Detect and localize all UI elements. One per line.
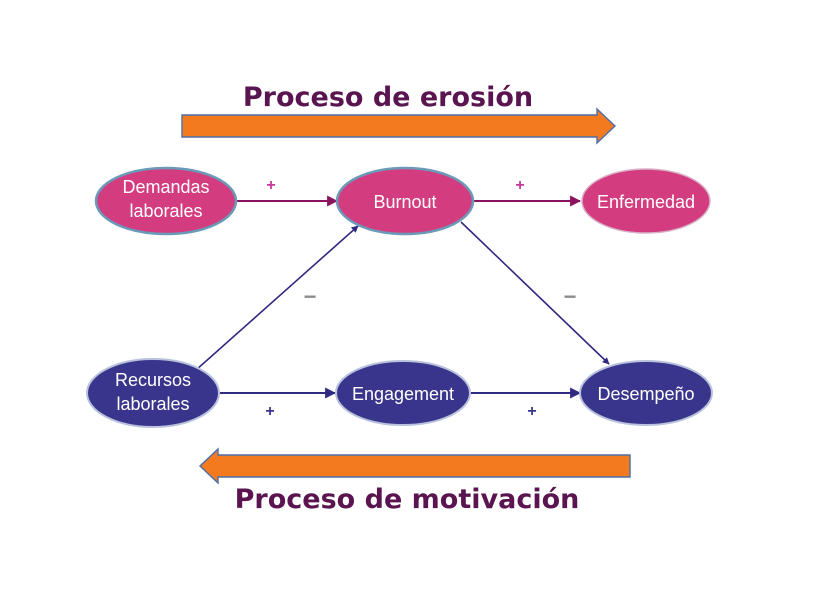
sign-engagement-desempeno: + xyxy=(527,403,536,420)
edge-burnout-desempeno xyxy=(460,221,610,365)
sign-recursos-engagement: + xyxy=(265,403,274,420)
node-enfermedad: Enfermedad xyxy=(581,168,711,234)
sign-burnout-desempeno: − xyxy=(564,284,577,309)
edge-recursos-burnout xyxy=(195,225,359,371)
node-enfermedad-label: Enfermedad xyxy=(597,192,695,212)
erosion-process-arrow xyxy=(181,107,617,145)
node-burnout-label: Burnout xyxy=(373,192,436,212)
node-recursos-line2: laborales xyxy=(116,394,189,414)
node-demandas-laborales: Demandas laborales xyxy=(94,166,238,236)
node-engagement-label: Engagement xyxy=(352,384,454,404)
sign-burnout-enfermedad: + xyxy=(515,177,524,194)
node-desempeno: Desempeño xyxy=(579,360,713,426)
node-engagement: Engagement xyxy=(335,360,471,426)
motivation-process-title: Proceso de motivación xyxy=(235,484,580,515)
node-burnout: Burnout xyxy=(335,166,475,236)
sign-demandas-burnout: + xyxy=(266,177,275,194)
node-recursos-line1: Recursos xyxy=(115,370,191,390)
erosion-process-title: Proceso de erosión xyxy=(243,82,533,113)
node-demandas-line2: laborales xyxy=(129,201,202,221)
sign-recursos-burnout: − xyxy=(304,284,317,309)
node-demandas-line1: Demandas xyxy=(122,177,209,197)
node-recursos-laborales: Recursos laborales xyxy=(86,358,220,428)
motivation-process-arrow xyxy=(198,447,631,485)
node-desempeno-label: Desempeño xyxy=(597,384,694,404)
